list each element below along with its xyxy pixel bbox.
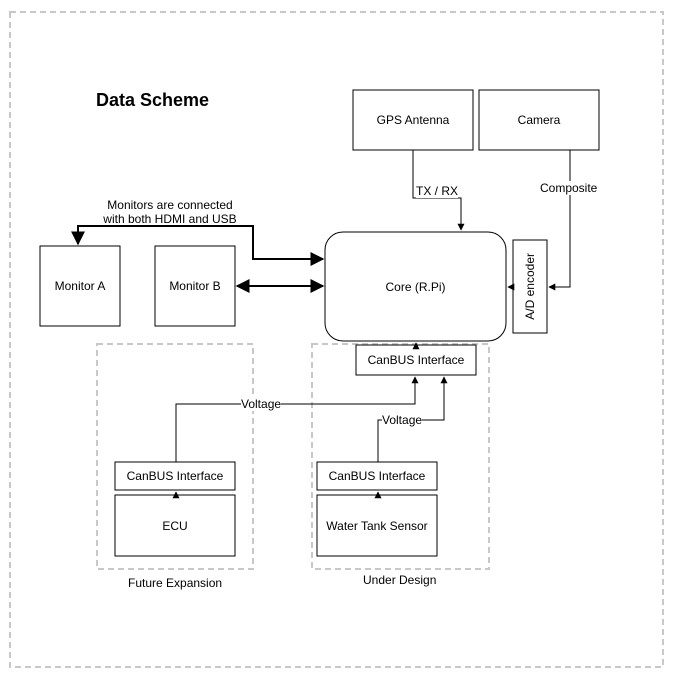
ad-encoder-label: A/D encoder (523, 253, 537, 320)
under-design-frame (311, 343, 490, 570)
monitors-note-line1: Monitors are connected (107, 198, 233, 212)
water-sensor-label: Water Tank Sensor (326, 518, 428, 533)
diagram-title: Data Scheme (96, 90, 210, 110)
outer-frame (9, 11, 664, 668)
canbus-core-label: CanBUS Interface (367, 353, 465, 367)
monitors-core-edge (71, 225, 325, 266)
water-sensor-box (316, 494, 438, 557)
monitors-note-line2: with both HDMI and USB (103, 212, 237, 226)
core-box (324, 231, 507, 342)
canbus-water-box (316, 461, 438, 491)
camera-box (478, 89, 600, 151)
voltage-water-label: Voltage (382, 413, 423, 427)
core-label: Core (R.Pi) (385, 279, 446, 294)
camera-encoder-edge (548, 150, 571, 291)
canbus-ecu-box (114, 461, 236, 491)
canbus-ecu-label: CanBUS Interface (126, 469, 224, 483)
composite-label: Composite (540, 181, 598, 195)
ecu-box (114, 494, 236, 557)
voltage-ecu-label: Voltage (241, 397, 282, 411)
under-design-caption: Under Design (363, 573, 437, 587)
ad-encoder-container: A/D encoder (513, 240, 547, 333)
canbus-water-label: CanBUS Interface (328, 469, 426, 483)
monitors-note: Monitors are connected with both HDMI an… (100, 198, 240, 226)
voltage-ecu-edge (175, 376, 419, 462)
gps-antenna-label: GPS Antenna (376, 113, 450, 127)
ecu-label: ECU (162, 518, 188, 533)
monitor-a-label: Monitor A (54, 279, 106, 293)
camera-label: Camera (517, 113, 561, 127)
canbus-core-box (355, 344, 477, 376)
gps-core-edge (412, 150, 465, 231)
tx-rx-label: TX / RX (416, 184, 459, 198)
monitor-b-label: Monitor B (169, 279, 221, 293)
future-expansion-caption: Future Expansion (128, 576, 223, 590)
